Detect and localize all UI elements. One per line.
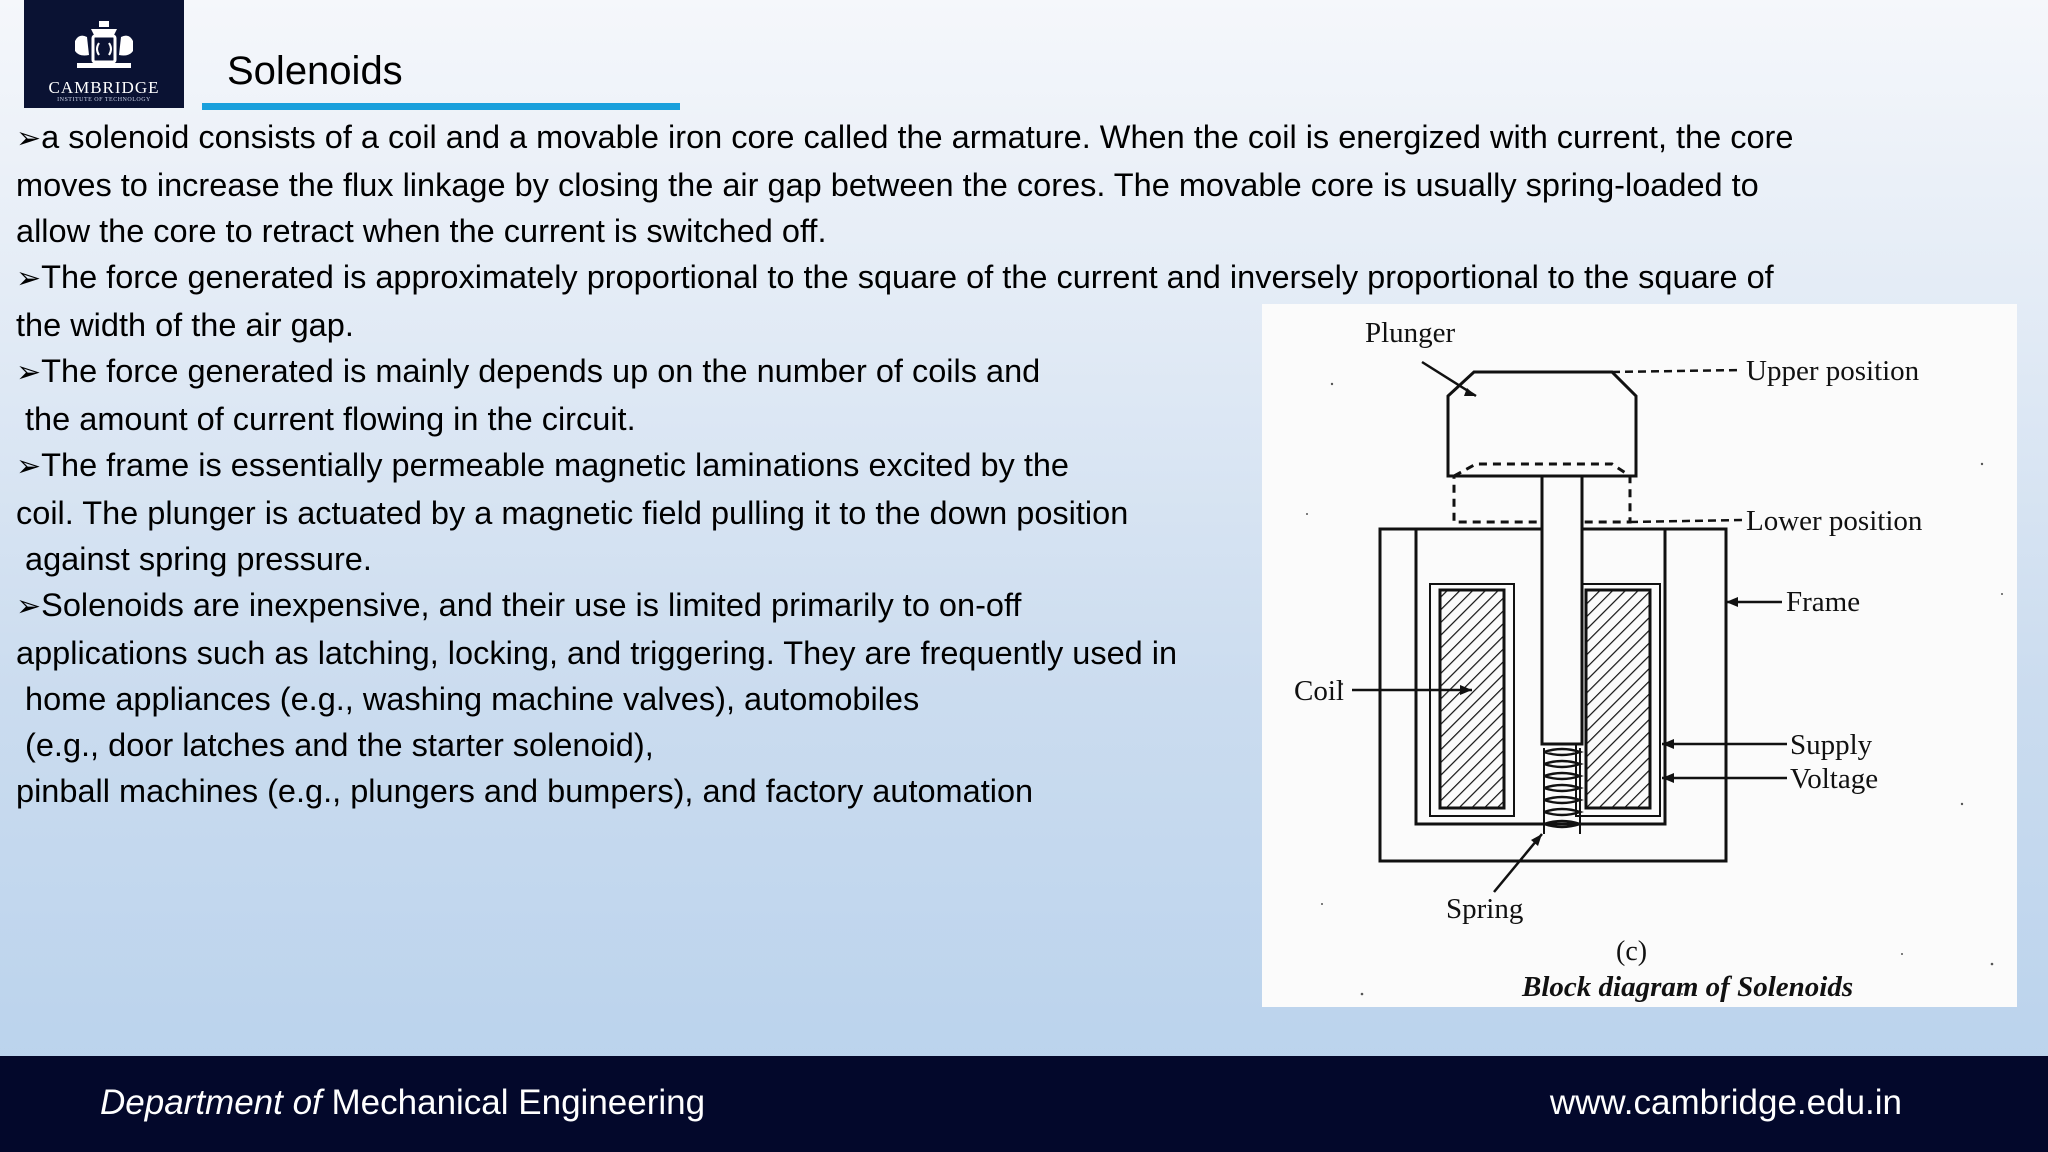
line-text: the amount of current flowing in the cir…	[16, 401, 636, 437]
text-line: the amount of current flowing in the cir…	[16, 396, 2036, 442]
text-line: coil. The plunger is actuated by a magne…	[16, 490, 2036, 536]
line-text: applications such as latching, locking, …	[16, 635, 1178, 671]
line-text: against spring pressure.	[16, 541, 372, 577]
coil-right	[1584, 588, 1652, 810]
title-underline	[202, 103, 680, 110]
line-text: coil. The plunger is actuated by a magne…	[16, 495, 1129, 531]
line-text: the width of the air gap.	[16, 307, 354, 343]
bullet-line: ➢The frame is essentially permeable magn…	[16, 442, 2036, 490]
crest-icon	[75, 20, 133, 68]
diagram-caption: Block diagram of Solenoids	[1521, 971, 1853, 1003]
coil-left	[1438, 588, 1506, 810]
footer-bar: Department of Mechanical Engineering www…	[0, 1056, 2048, 1152]
plunger-lower-position	[1452, 462, 1632, 524]
footer-website[interactable]: www.cambridge.edu.in	[1549, 1083, 1902, 1122]
text-line: (e.g., door latches and the starter sole…	[16, 722, 2036, 768]
line-text: Solenoids are inexpensive, and their use…	[41, 587, 1022, 623]
text-line: the width of the air gap.	[16, 302, 2036, 348]
text-line: allow the core to retract when the curre…	[16, 208, 2036, 254]
line-text: The frame is essentially permeable magne…	[41, 447, 1070, 483]
page-title: Solenoids	[227, 49, 403, 93]
line-text: home appliances (e.g., washing machine v…	[16, 681, 920, 717]
bullet-line: ➢Solenoids are inexpensive, and their us…	[16, 582, 2036, 630]
body-text: ➢a solenoid consists of a coil and a mov…	[16, 114, 2036, 814]
line-text: allow the core to retract when the curre…	[16, 213, 827, 249]
label-supply: Supply	[1790, 729, 1873, 761]
bullet-arrow-icon: ➢	[16, 262, 42, 295]
line-text: a solenoid consists of a coil and a mova…	[41, 119, 1794, 155]
spring	[1543, 747, 1584, 829]
text-line: against spring pressure.	[16, 536, 2036, 582]
line-text: The force generated is approximately pro…	[41, 259, 1774, 295]
footer-department: Department of Mechanical Engineering	[100, 1080, 705, 1126]
bullet-line: ➢The force generated is mainly depends u…	[16, 348, 2036, 396]
solenoid-diagram-svg: Plunger Upper position Lower position Fr…	[1294, 317, 2003, 1003]
bullet-arrow-icon: ➢	[16, 122, 42, 155]
text-line: home appliances (e.g., washing machine v…	[16, 676, 2036, 722]
label-lower-position: Lower position	[1746, 505, 1923, 537]
text-line: applications such as latching, locking, …	[16, 630, 2036, 676]
label-upper-position: Upper position	[1746, 355, 1920, 387]
label-plunger: Plunger	[1365, 317, 1456, 349]
solenoid-diagram: Plunger Upper position Lower position Fr…	[1262, 304, 2017, 1007]
text-line: pinball machines (e.g., plungers and bum…	[16, 768, 2036, 814]
label-frame: Frame	[1786, 586, 1860, 618]
label-voltage: Voltage	[1790, 763, 1878, 795]
label-coil: Coil	[1294, 675, 1344, 707]
footer-department-prefix: Department of	[100, 1083, 322, 1122]
footer-department-name: Mechanical Engineering	[331, 1083, 706, 1122]
label-spring: Spring	[1446, 893, 1523, 925]
line-text: The force generated is mainly depends up…	[41, 353, 1041, 389]
logo-text: CAMBRIDGE	[48, 77, 160, 97]
label-sub-c: (c)	[1616, 936, 1647, 967]
bullet-line: ➢a solenoid consists of a coil and a mov…	[16, 114, 2036, 162]
line-text: moves to increase the flux linkage by cl…	[16, 167, 1759, 203]
bullet-arrow-icon: ➢	[16, 356, 42, 389]
bullet-arrow-icon: ➢	[16, 590, 42, 623]
logo-subtext: INSTITUTE OF TECHNOLOGY	[57, 96, 151, 103]
bullet-arrow-icon: ➢	[16, 450, 42, 483]
line-text: (e.g., door latches and the starter sole…	[16, 727, 654, 763]
cambridge-logo: CAMBRIDGE INSTITUTE OF TECHNOLOGY	[24, 0, 184, 108]
line-text: pinball machines (e.g., plungers and bum…	[16, 773, 1034, 809]
text-line: moves to increase the flux linkage by cl…	[16, 162, 2036, 208]
bullet-line: ➢The force generated is approximately pr…	[16, 254, 2036, 302]
